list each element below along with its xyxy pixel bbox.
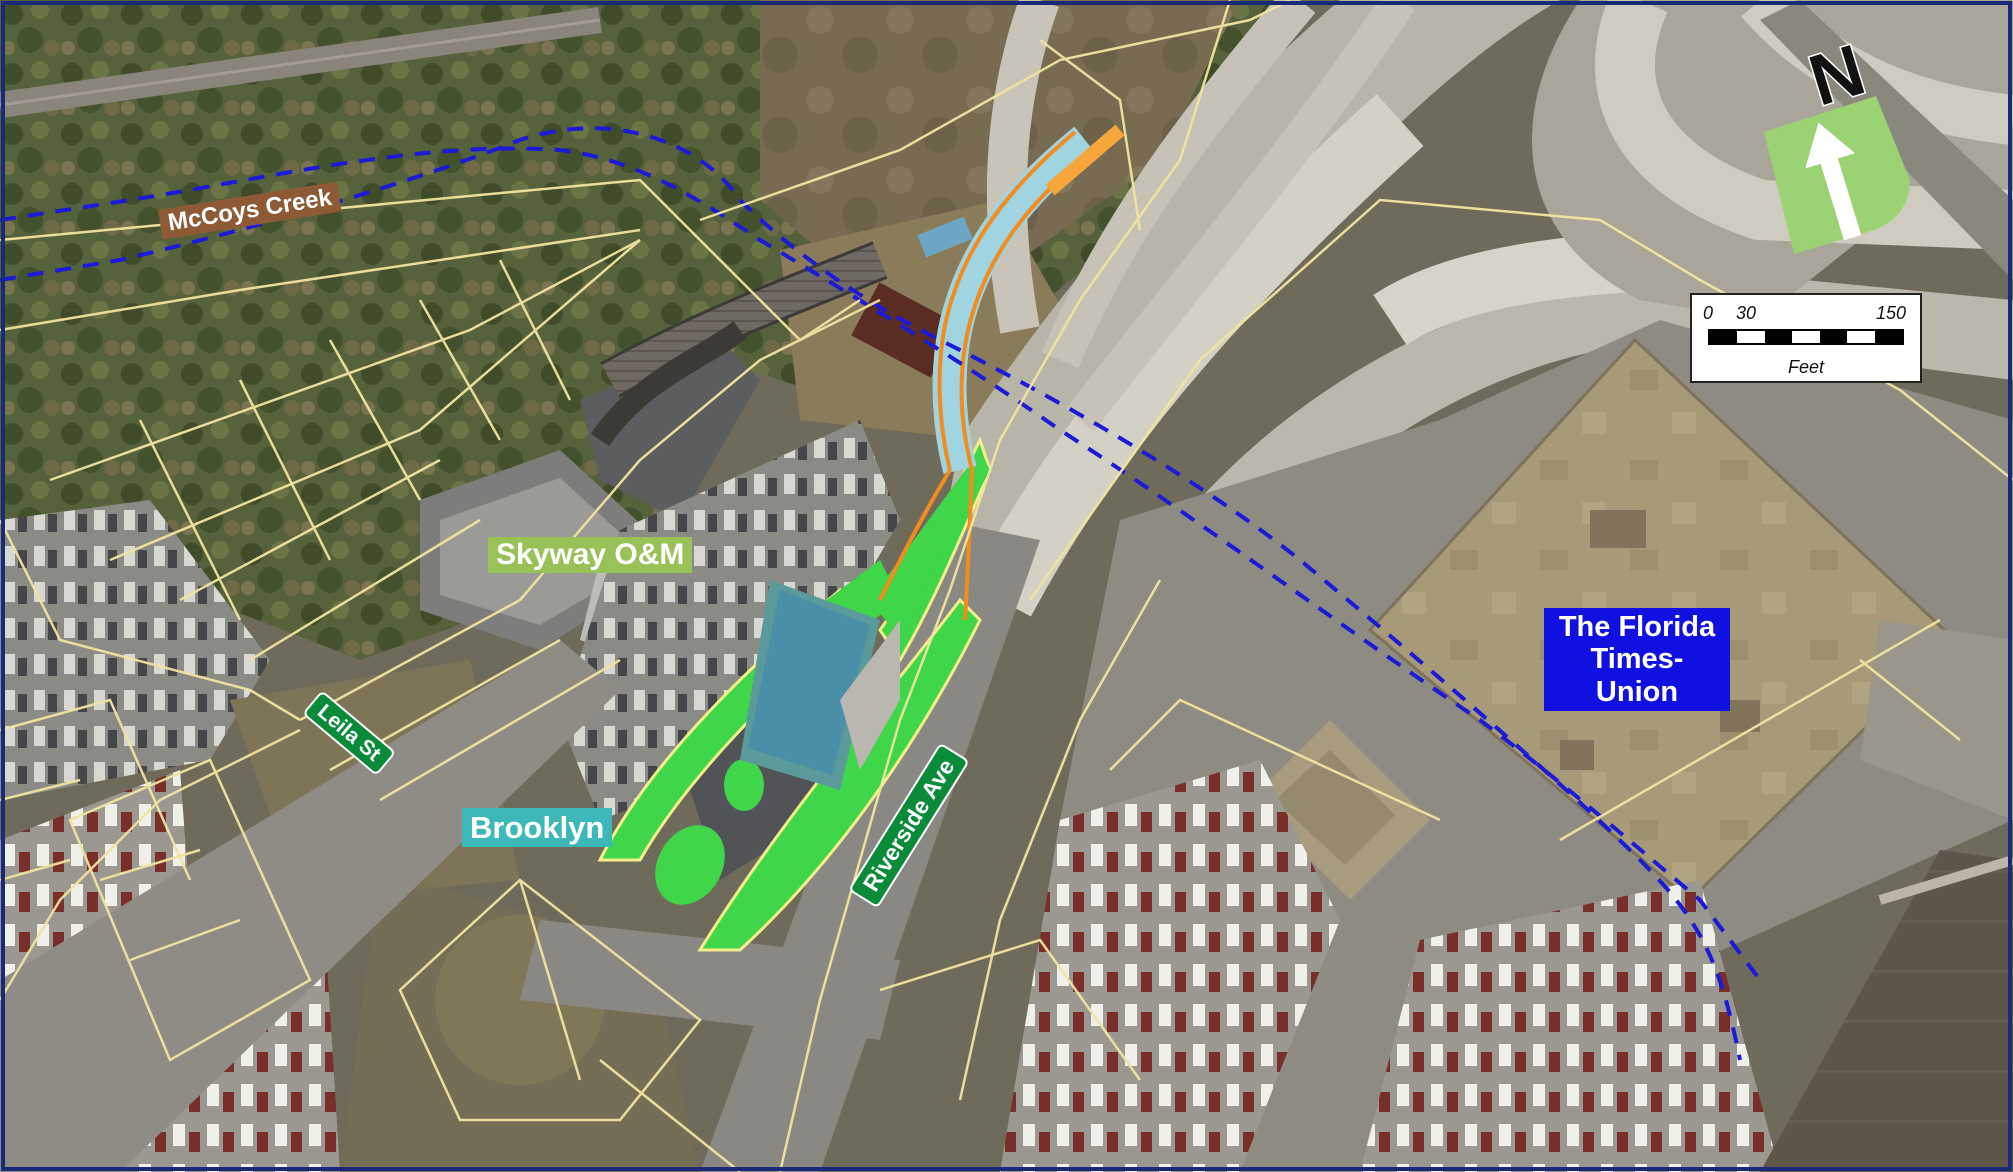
building-label: The Florida Times-Union (1544, 608, 1730, 712)
scale-unit-label: Feet (1787, 357, 1825, 377)
scale-tick-30: 30 (1736, 303, 1757, 323)
station-label: Brooklyn (462, 808, 613, 847)
om-facility-label: Skyway O&M (488, 537, 693, 573)
scale-tick-0: 0 (1703, 303, 1714, 323)
scale-tick-150: 150 (1876, 303, 1907, 323)
north-arrow-icon: N (1764, 40, 1910, 254)
scale-bar-graphic (1708, 329, 1904, 345)
north-letter: N (1801, 40, 1874, 122)
scale-bar: 0 30 150 Feet (1690, 293, 1922, 383)
